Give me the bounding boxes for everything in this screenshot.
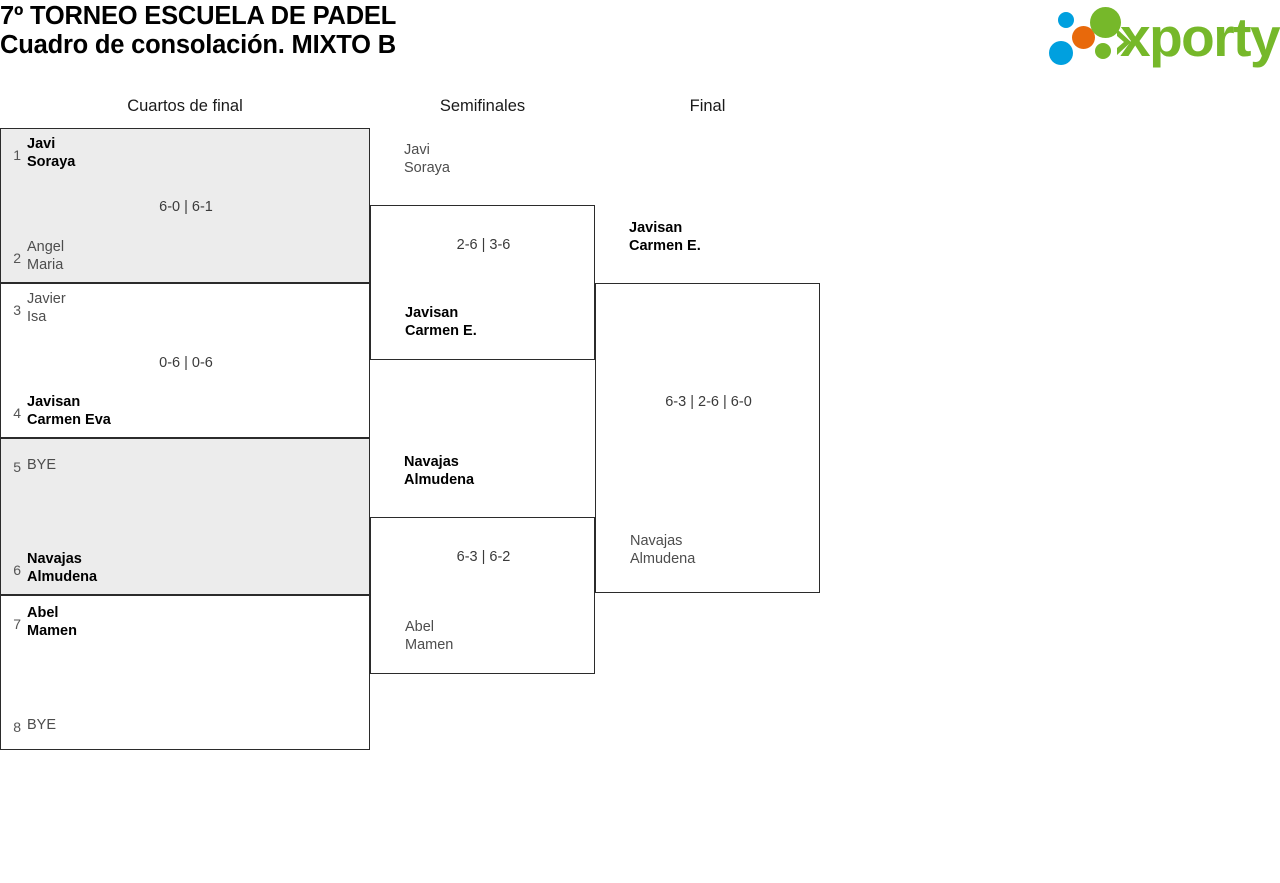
player-2: Almudena xyxy=(27,569,98,585)
player-1: Javisan xyxy=(27,394,81,410)
match-score: 0-6 | 0-6 xyxy=(159,355,213,371)
round-header-semifinals: Semifinales xyxy=(439,97,526,115)
seed-number: 8 xyxy=(13,719,21,735)
player-2: Maria xyxy=(27,257,64,273)
team-name: Javi Soraya xyxy=(396,141,450,177)
player-2: Soraya xyxy=(27,154,76,170)
team-name: Abel Mamen xyxy=(27,604,77,640)
semifinal-1-top-team[interactable]: Javi Soraya xyxy=(370,141,450,177)
seed-number: 6 xyxy=(13,562,21,578)
page-title: 7º TORNEO ESCUELA DE PADEL Cuadro de con… xyxy=(0,2,396,60)
seed-number: 5 xyxy=(13,459,21,475)
semifinal-2-top-team[interactable]: Navajas Almudena xyxy=(370,453,474,489)
match-box-sf-2[interactable]: 6-3 | 6-2 Abel Mamen xyxy=(370,517,595,674)
match-slot-top[interactable]: 5 BYE xyxy=(1,447,56,477)
logo-dots-icon xyxy=(1046,5,1132,67)
player-2: Carmen E. xyxy=(405,323,477,339)
team-name: BYE xyxy=(27,707,56,734)
match-box-qf-2[interactable]: 3 Javier Isa 0-6 | 0-6 4 Javisan Carmen … xyxy=(0,283,370,438)
team-name: Javisan Carmen E. xyxy=(397,304,477,340)
player-1: Navajas xyxy=(27,551,82,567)
seed-number: 7 xyxy=(13,616,21,632)
match-score: 2-6 | 3-6 xyxy=(456,237,511,253)
match-slot-bottom[interactable]: Navajas Almudena xyxy=(596,532,695,568)
match-slot-bottom[interactable]: Javisan Carmen E. xyxy=(371,304,477,340)
team-name: Navajas Almudena xyxy=(27,550,97,586)
xporty-logo[interactable]: xporty xyxy=(1046,5,1280,68)
team-name: Javi Soraya xyxy=(27,135,75,171)
team-name: Javisan Carmen Eva xyxy=(27,393,111,429)
page-header: 7º TORNEO ESCUELA DE PADEL Cuadro de con… xyxy=(0,0,1280,92)
round-header-quarterfinals: Cuartos de final xyxy=(127,97,243,115)
logo-wordmark: xporty xyxy=(1120,6,1280,68)
logo-dot-green-large-icon xyxy=(1090,7,1121,38)
match-slot-top[interactable]: 3 Javier Isa xyxy=(1,290,66,326)
player-2: Isa xyxy=(27,309,47,325)
seed-number: 1 xyxy=(13,147,21,163)
player-1: Navajas xyxy=(404,454,459,470)
team-name: Javier Isa xyxy=(27,290,66,326)
match-score: 6-0 | 6-1 xyxy=(159,199,213,215)
team-name: Abel Mamen xyxy=(397,618,453,654)
player-2: Carmen E. xyxy=(629,238,701,254)
team-name: Navajas Almudena xyxy=(622,532,695,568)
match-slot-bottom[interactable]: 8 BYE xyxy=(1,707,56,737)
round-header-final: Final xyxy=(689,97,726,115)
logo-chevron-icon xyxy=(1117,29,1131,55)
team-name: Navajas Almudena xyxy=(396,453,474,489)
logo-dot-blue-small-icon xyxy=(1058,12,1074,28)
match-slot-bottom[interactable]: 2 Angel Maria xyxy=(1,238,64,274)
logo-dot-green-small-icon xyxy=(1095,43,1111,59)
logo-dot-orange-icon xyxy=(1072,26,1095,49)
seed-number: 4 xyxy=(13,405,21,421)
player-2: Mamen xyxy=(27,623,77,639)
player-2: Carmen Eva xyxy=(27,412,111,428)
match-slot-top[interactable]: 7 Abel Mamen xyxy=(1,604,77,640)
match-slot-top[interactable]: 1 Javi Soraya xyxy=(1,135,75,171)
player-1: Javisan xyxy=(405,305,459,321)
match-box-qf-3[interactable]: 5 BYE 6 Navajas Almudena xyxy=(0,438,370,595)
team-name: Angel Maria xyxy=(27,238,64,274)
player-1: Abel xyxy=(27,605,59,621)
match-slot-bottom[interactable]: 4 Javisan Carmen Eva xyxy=(1,393,111,429)
match-slot-bottom[interactable]: Abel Mamen xyxy=(371,618,453,654)
player-1: Javisan xyxy=(629,220,683,236)
player-1: Javi xyxy=(27,136,56,152)
bracket-subtitle: Cuadro de consolación. MIXTO B xyxy=(0,31,396,59)
match-score: 6-3 | 2-6 | 6-0 xyxy=(665,394,752,410)
match-box-final[interactable]: 6-3 | 2-6 | 6-0 Navajas Almudena xyxy=(595,283,820,593)
player-1: Abel xyxy=(405,619,435,635)
player-1: Angel xyxy=(27,239,65,255)
player-2: Mamen xyxy=(405,637,454,653)
seed-number: 3 xyxy=(13,302,21,318)
logo-dot-blue-large-icon xyxy=(1049,41,1073,65)
match-box-qf-1[interactable]: 1 Javi Soraya 6-0 | 6-1 2 Angel Maria xyxy=(0,128,370,283)
team-name: Javisan Carmen E. xyxy=(621,219,701,255)
tournament-name: 7º TORNEO ESCUELA DE PADEL xyxy=(0,2,397,30)
player-2: Almudena xyxy=(404,472,475,488)
player-1: Javi xyxy=(404,142,430,158)
seed-number: 2 xyxy=(13,250,21,266)
match-slot-bottom[interactable]: 6 Navajas Almudena xyxy=(1,550,97,586)
player-1: BYE xyxy=(27,457,57,473)
match-score: 6-3 | 6-2 xyxy=(456,549,511,565)
player-1: BYE xyxy=(27,717,57,733)
player-2: Soraya xyxy=(404,160,450,176)
match-box-qf-4[interactable]: 7 Abel Mamen 8 BYE xyxy=(0,595,370,750)
player-2: Almudena xyxy=(630,551,696,567)
player-1: Javier xyxy=(27,291,66,307)
final-top-team[interactable]: Javisan Carmen E. xyxy=(595,219,701,255)
player-1: Navajas xyxy=(630,533,683,549)
match-box-sf-1[interactable]: 2-6 | 3-6 Javisan Carmen E. xyxy=(370,205,595,360)
team-name: BYE xyxy=(27,447,56,474)
